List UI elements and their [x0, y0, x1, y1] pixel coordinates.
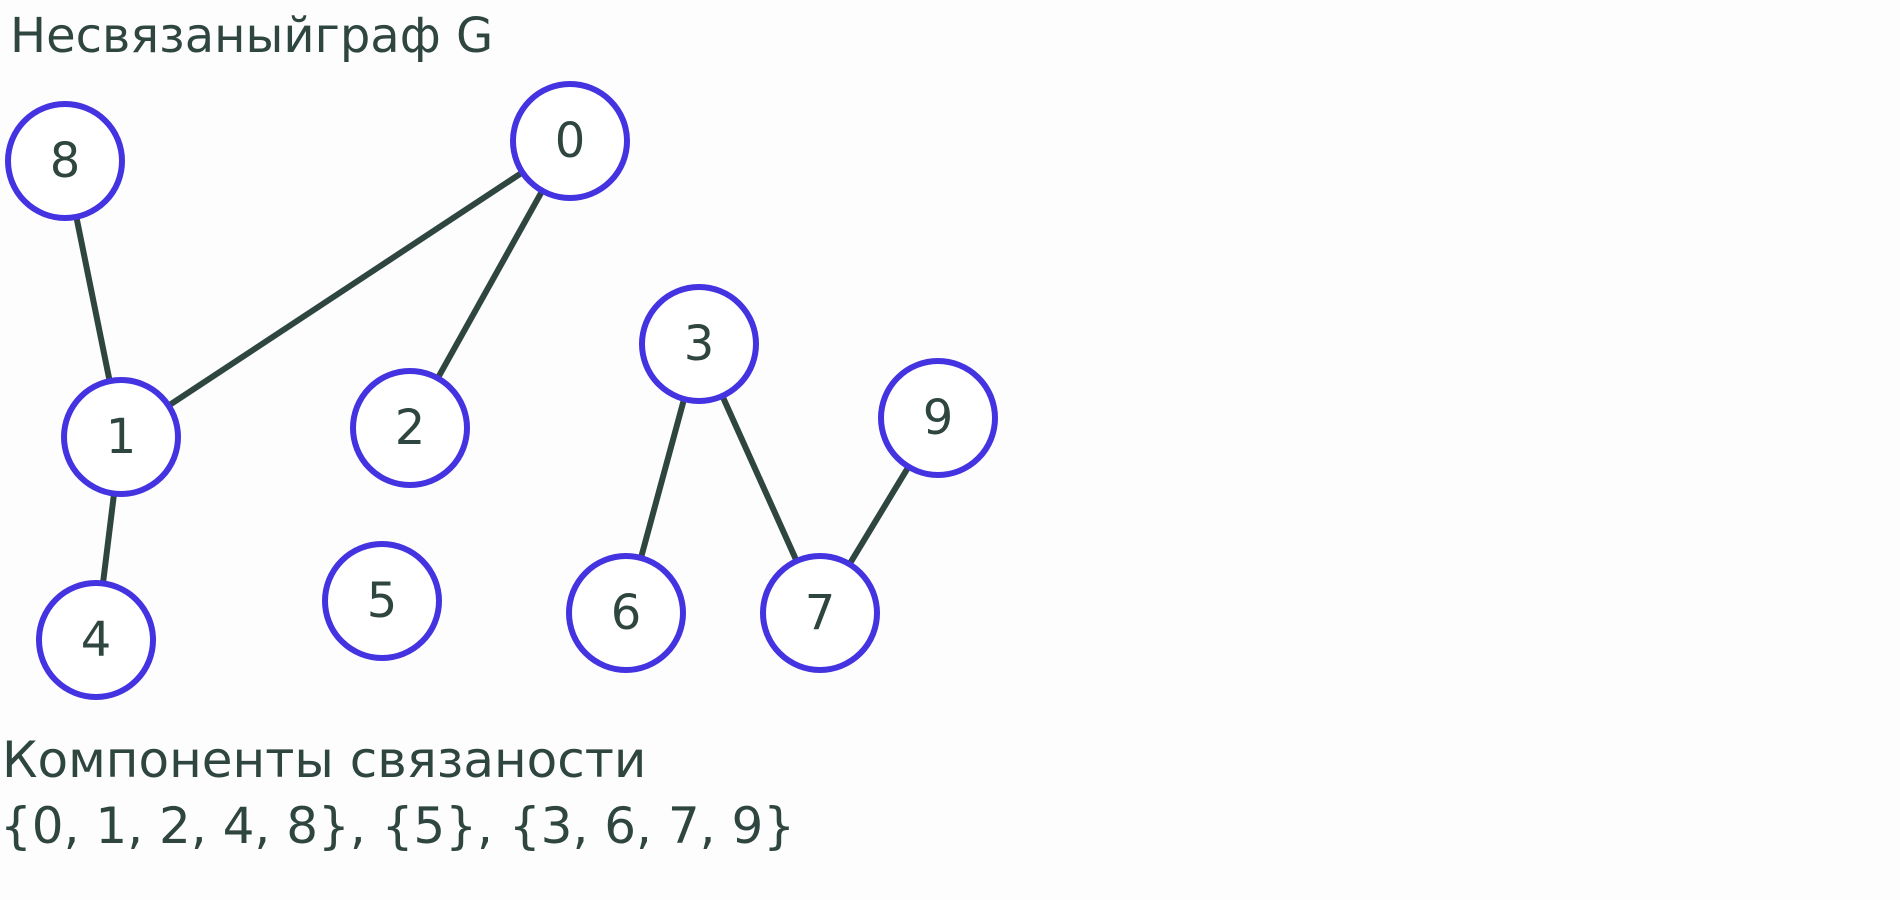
node-circle [322, 541, 442, 661]
node-3: 3 [639, 284, 759, 404]
node-label: 1 [106, 409, 137, 465]
edge-3-7 [719, 392, 800, 565]
node-label: 4 [81, 612, 112, 668]
node-circle [510, 81, 630, 201]
graph-title: Несвязаныйграф G [10, 8, 494, 64]
node-label: 0 [555, 113, 586, 169]
node-circle [61, 377, 181, 497]
node-circle [639, 284, 759, 404]
graph-nodes: 0 1 2 3 4 5 6 7 8 9 [5, 81, 998, 700]
edge-8-1 [73, 213, 113, 385]
node-label: 8 [50, 133, 81, 189]
edge-0-1 [165, 169, 526, 409]
node-4: 4 [36, 580, 156, 700]
node-label: 2 [395, 400, 426, 456]
node-label: 6 [611, 585, 642, 641]
node-8: 8 [5, 101, 125, 221]
components-label: Компоненты связаности [2, 731, 647, 789]
components-sets: {0, 1, 2, 4, 8}, {5}, {3, 6, 7, 9} [0, 797, 796, 855]
node-9: 9 [878, 358, 998, 478]
node-circle [350, 368, 470, 488]
node-label: 7 [805, 585, 836, 641]
node-circle [5, 101, 125, 221]
node-circle [36, 580, 156, 700]
node-7: 7 [760, 553, 880, 673]
node-label: 5 [367, 573, 398, 629]
node-label: 3 [684, 316, 715, 372]
node-5: 5 [322, 541, 442, 661]
edge-1-4 [99, 490, 118, 587]
edge-9-7 [846, 463, 912, 568]
graph-edges [73, 169, 912, 587]
node-circle [878, 358, 998, 478]
node-6: 6 [566, 553, 686, 673]
node-circle [566, 553, 686, 673]
node-2: 2 [350, 368, 470, 488]
edge-0-2 [434, 187, 546, 382]
node-label: 9 [923, 390, 954, 446]
node-0: 0 [510, 81, 630, 201]
node-circle [760, 553, 880, 673]
edge-3-6 [637, 396, 688, 561]
node-1: 1 [61, 377, 181, 497]
